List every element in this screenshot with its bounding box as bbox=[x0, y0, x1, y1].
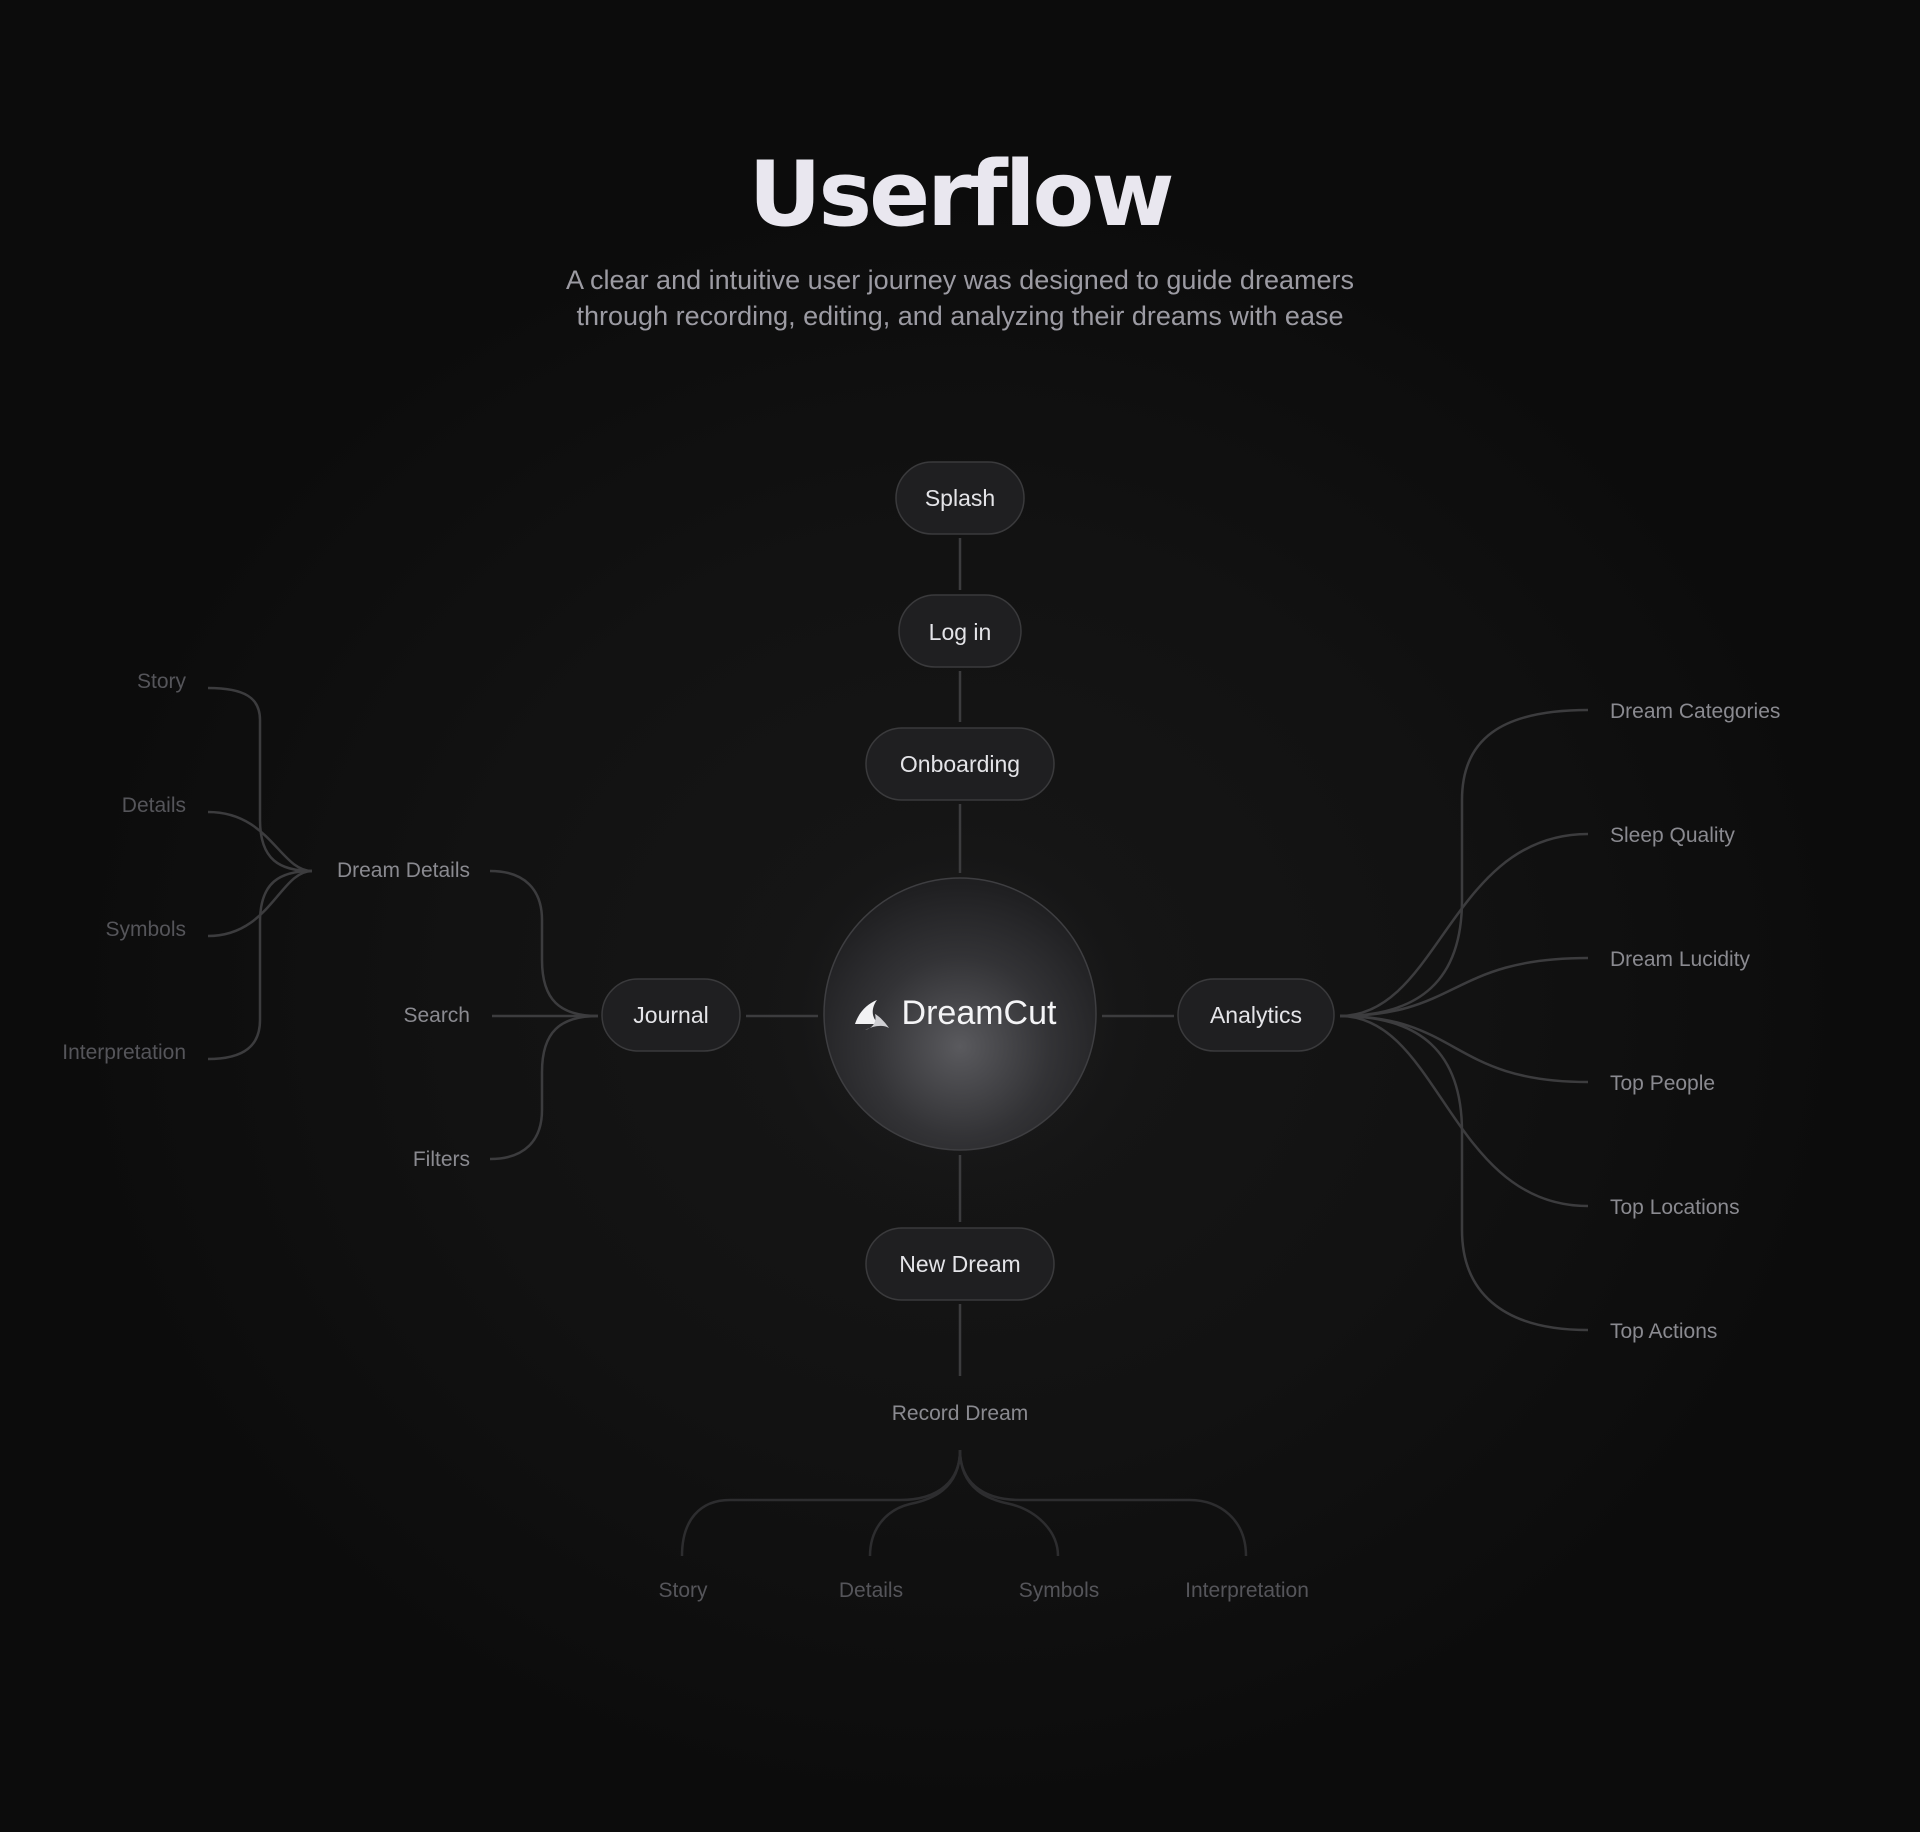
node-new-dream-label: New Dream bbox=[899, 1251, 1020, 1277]
hub-dreamcut[interactable]: DreamCut bbox=[823, 877, 1097, 1151]
leaf-dd-story: Story bbox=[137, 670, 187, 693]
node-analytics[interactable]: Analytics bbox=[1177, 978, 1335, 1052]
node-onboarding-label: Onboarding bbox=[900, 751, 1020, 777]
node-splash-label: Splash bbox=[925, 485, 995, 511]
node-login[interactable]: Log in bbox=[898, 594, 1022, 668]
node-journal-label: Journal bbox=[633, 1002, 708, 1028]
connector-an-lucidity bbox=[1339, 956, 1589, 1018]
leaf-rd-details: Details bbox=[839, 1579, 903, 1602]
leaf-top-actions[interactable]: Top Actions bbox=[1610, 1320, 1717, 1343]
page-subtitle: A clear and intuitive user journey was d… bbox=[460, 262, 1460, 334]
leaf-dd-symbols: Symbols bbox=[105, 918, 186, 941]
leaf-top-people[interactable]: Top People bbox=[1610, 1072, 1715, 1095]
leaf-filters[interactable]: Filters bbox=[413, 1148, 470, 1171]
node-login-label: Log in bbox=[929, 619, 992, 645]
connector-an-actions bbox=[1339, 1014, 1589, 1332]
node-analytics-label: Analytics bbox=[1210, 1002, 1302, 1028]
leaf-rd-interpretation: Interpretation bbox=[1185, 1579, 1309, 1602]
leaf-record-dream[interactable]: Record Dream bbox=[892, 1402, 1029, 1425]
subtitle-line-2: through recording, editing, and analyzin… bbox=[576, 301, 1344, 331]
leaf-dream-categories[interactable]: Dream Categories bbox=[1610, 700, 1780, 723]
leaf-dream-details[interactable]: Dream Details bbox=[337, 859, 470, 882]
connectors bbox=[207, 538, 1589, 1557]
subtitle-line-1: A clear and intuitive user journey was d… bbox=[566, 265, 1354, 295]
connector-dd-story bbox=[207, 686, 313, 873]
leaf-rd-story: Story bbox=[658, 1579, 708, 1602]
connector-rd-interpretation bbox=[958, 1449, 1248, 1557]
connector-dd-details bbox=[207, 810, 313, 873]
leaf-dream-lucidity[interactable]: Dream Lucidity bbox=[1610, 948, 1751, 971]
leaf-sleep-quality[interactable]: Sleep Quality bbox=[1610, 824, 1735, 847]
connector-an-categories bbox=[1339, 708, 1589, 1018]
connector-an-sleep bbox=[1339, 832, 1589, 1018]
leaf-dd-details: Details bbox=[122, 794, 186, 817]
connector-journal-filters bbox=[489, 1014, 599, 1161]
leaf-top-locations[interactable]: Top Locations bbox=[1610, 1196, 1740, 1219]
connector-rd-details bbox=[868, 1449, 962, 1557]
connector-dd-interpretation bbox=[207, 869, 313, 1061]
connector-journal-dreamdetails bbox=[489, 869, 599, 1018]
leaf-dd-interpretation: Interpretation bbox=[62, 1041, 186, 1064]
dreamcut-logo-icon bbox=[855, 1000, 889, 1030]
node-splash[interactable]: Splash bbox=[895, 461, 1025, 535]
leaf-rd-symbols: Symbols bbox=[1019, 1579, 1100, 1602]
page-title: Userflow bbox=[748, 142, 1174, 247]
connector-rd-symbols bbox=[958, 1449, 1060, 1557]
connector-dd-symbols bbox=[207, 869, 313, 938]
node-onboarding[interactable]: Onboarding bbox=[865, 727, 1055, 801]
node-new-dream[interactable]: New Dream bbox=[865, 1227, 1055, 1301]
node-journal[interactable]: Journal bbox=[601, 978, 741, 1052]
connector-an-locations bbox=[1339, 1014, 1589, 1208]
hub-label: DreamCut bbox=[902, 994, 1057, 1032]
leaf-search[interactable]: Search bbox=[403, 1004, 470, 1027]
